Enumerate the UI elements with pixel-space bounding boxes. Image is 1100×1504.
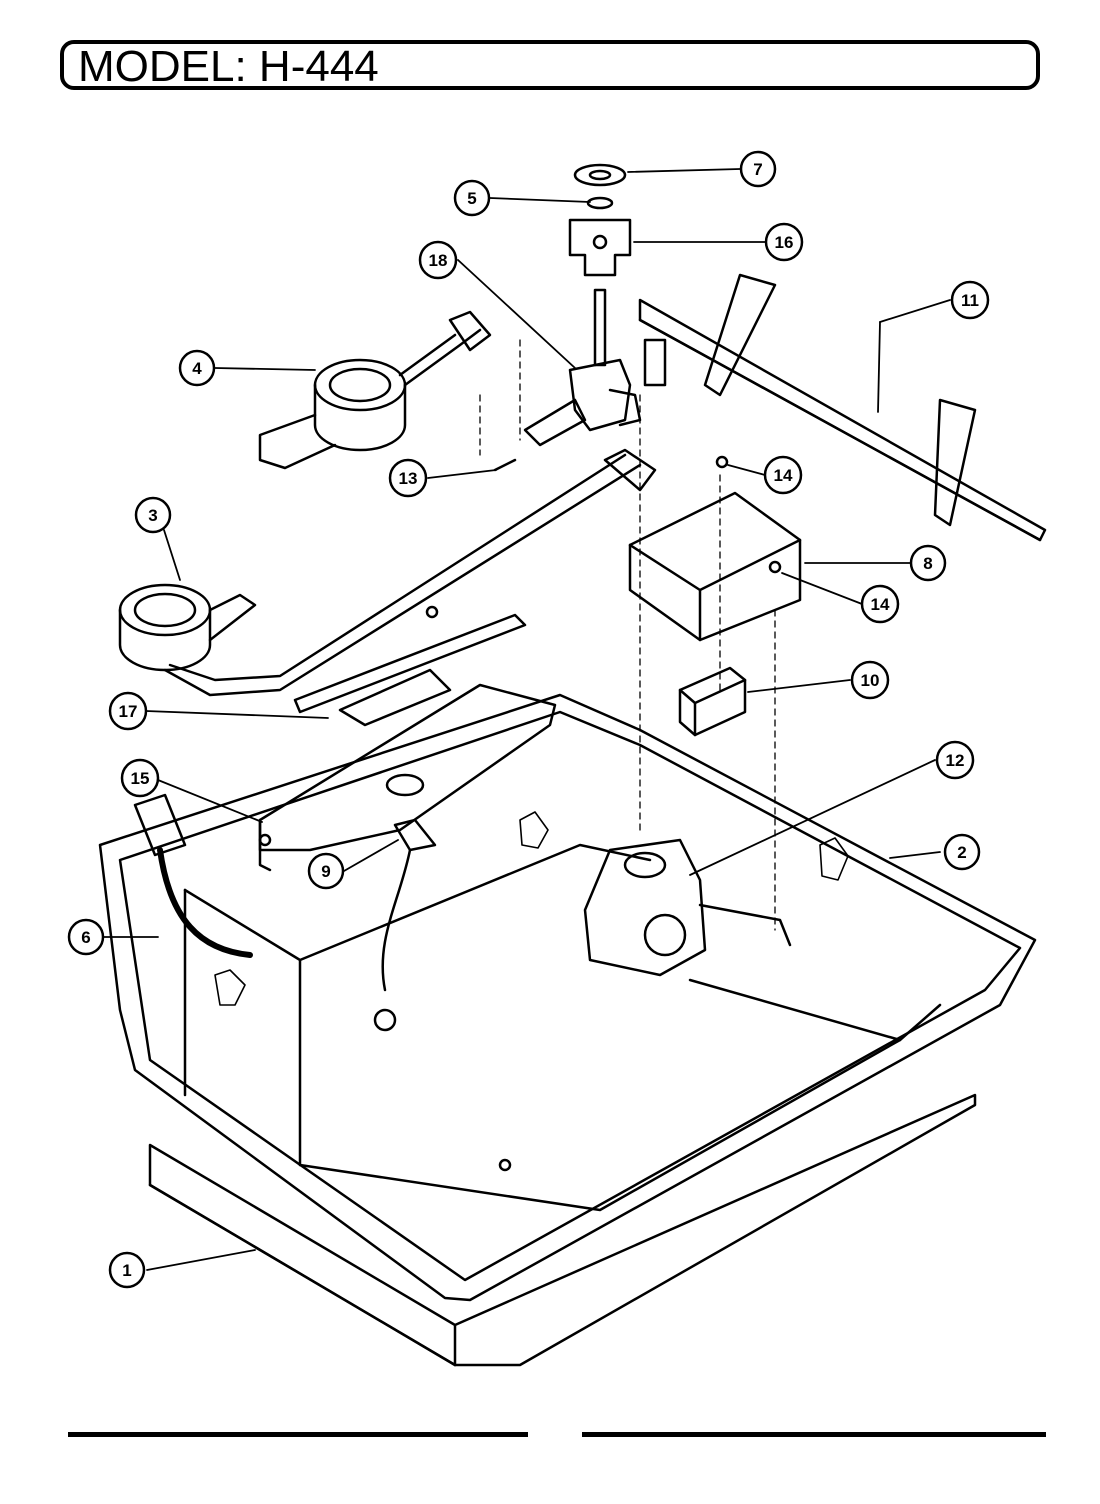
callout-10: 10 [850,660,890,700]
svg-text:15: 15 [131,769,150,788]
callout-5: 5 [453,179,491,217]
burner-box-drawing [98,693,1037,1302]
svg-text:11: 11 [961,291,979,310]
svg-text:9: 9 [321,862,330,881]
block-drawing [678,666,747,737]
callout-11: 11 [950,280,990,320]
base-panel-drawing [148,1093,977,1367]
leader-lines [103,168,951,1271]
svg-text:3: 3 [148,506,157,525]
svg-text:10: 10 [861,671,880,690]
svg-text:7: 7 [753,160,762,179]
callout-17: 17 [108,691,148,731]
svg-text:1: 1 [122,1261,131,1280]
regulator-valve-drawing [583,838,707,977]
callout-13: 13 [388,458,428,498]
callout-15: 15 [120,758,160,798]
svg-text:5: 5 [467,189,476,208]
svg-text:2: 2 [957,843,966,862]
model-title: MODEL: H-444 [78,42,379,91]
svg-text:4: 4 [192,359,202,378]
callout-14-a: 14 [763,455,803,495]
svg-text:18: 18 [429,251,448,270]
callout-14-b: 14 [860,584,900,624]
callout-7: 7 [739,150,777,188]
footer-rule-right [582,1432,1046,1437]
callout-4: 4 [178,349,216,387]
bracket-plate-drawing [258,683,557,872]
callout-9: 9 [307,852,345,890]
lower-burner-drawing [118,448,657,697]
callout-16: 16 [764,222,804,262]
svg-text:6: 6 [81,928,90,947]
screws-drawing [258,455,782,1172]
svg-text:13: 13 [399,469,418,488]
svg-text:8: 8 [923,554,932,573]
alignment-lines [479,339,776,931]
valve-assembly-drawing [523,288,642,447]
upper-burner-drawing [258,310,492,470]
manifold-drawing [638,273,1047,542]
svg-text:14: 14 [871,595,890,614]
model-title-box: MODEL: H-444 [60,40,1040,90]
callout-3: 3 [134,496,172,534]
bracket-box-drawing [628,491,802,642]
svg-text:16: 16 [775,233,794,252]
svg-text:14: 14 [774,466,793,485]
callout-12: 12 [935,740,975,780]
svg-text:12: 12 [946,751,965,770]
power-cord-drawing [133,793,253,958]
callout-8: 8 [909,544,947,582]
clip-wire-drawing [373,818,437,1032]
callout-18: 18 [418,240,458,280]
callout-6: 6 [67,918,105,956]
valve-stem-parts-drawing [568,163,632,277]
svg-text:17: 17 [119,702,138,721]
callout-2: 2 [943,833,981,871]
tube-drawing [293,613,527,727]
callout-1: 1 [108,1251,146,1289]
footer-rule-left [68,1432,528,1437]
